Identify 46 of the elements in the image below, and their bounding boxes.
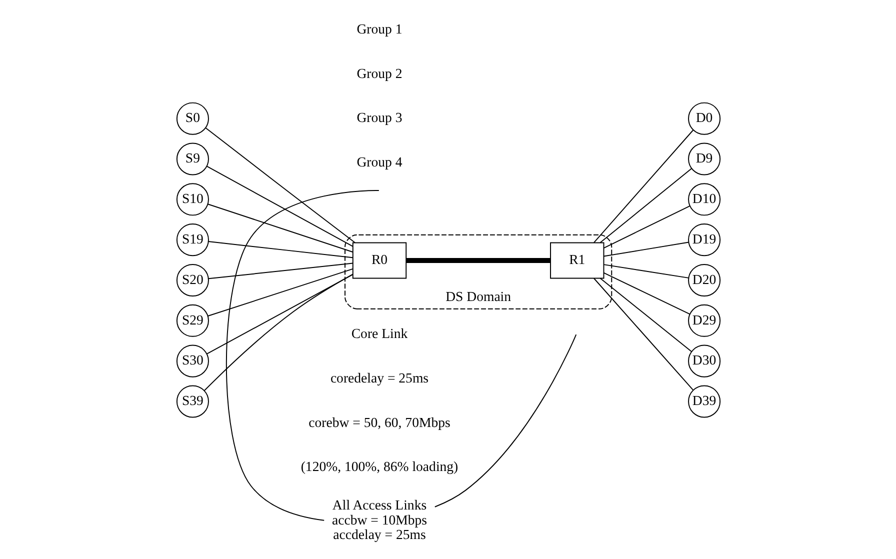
connector (208, 262, 353, 280)
node-circle: S30 (176, 344, 208, 378)
connector (204, 127, 355, 244)
connector (206, 166, 353, 247)
node-box: R0 (352, 242, 406, 279)
node-circle: S9 (176, 142, 208, 176)
connector (602, 206, 690, 248)
node-box: R1 (550, 242, 604, 279)
connector (602, 264, 689, 278)
label: Group 1 (356, 22, 402, 37)
connector (434, 334, 576, 508)
node-circle: D9 (688, 142, 720, 176)
connector (599, 168, 692, 244)
label: Core Link (350, 326, 408, 342)
connector (599, 278, 692, 352)
node-circle: D30 (688, 344, 720, 378)
label: coredelay = 25ms (330, 370, 428, 386)
node-circle: D19 (688, 224, 720, 256)
label: Group 2 (356, 66, 402, 81)
node-circle: S0 (176, 102, 208, 135)
connector (592, 278, 694, 390)
node-circle: D20 (688, 264, 720, 296)
connector (206, 268, 353, 317)
connector (208, 240, 353, 258)
node-circle: S10 (176, 183, 208, 216)
label: Group 3 (356, 110, 402, 126)
node-circle: D39 (688, 385, 720, 418)
connector (602, 272, 690, 315)
label: Group 4 (356, 154, 402, 170)
node-circle: S29 (176, 304, 208, 337)
node-circle: S20 (176, 264, 208, 296)
node-circle: D29 (688, 304, 720, 337)
connector (225, 190, 379, 521)
node-circle: S39 (176, 385, 208, 418)
label: (120%, 100%, 86% loading) (300, 459, 458, 474)
connector (203, 274, 353, 392)
node-circle: S19 (176, 224, 208, 256)
label: corebw = 50, 60, 70Mbps (308, 414, 450, 430)
node-circle: D10 (688, 183, 720, 216)
node-circle: D0 (688, 102, 720, 135)
connector (602, 242, 689, 257)
connector (592, 130, 694, 244)
connector (406, 258, 550, 263)
connector (206, 274, 353, 354)
connector (206, 204, 353, 252)
node-text: All Access Links accbw = 10Mbps accdelay = 25ms (331, 498, 427, 542)
